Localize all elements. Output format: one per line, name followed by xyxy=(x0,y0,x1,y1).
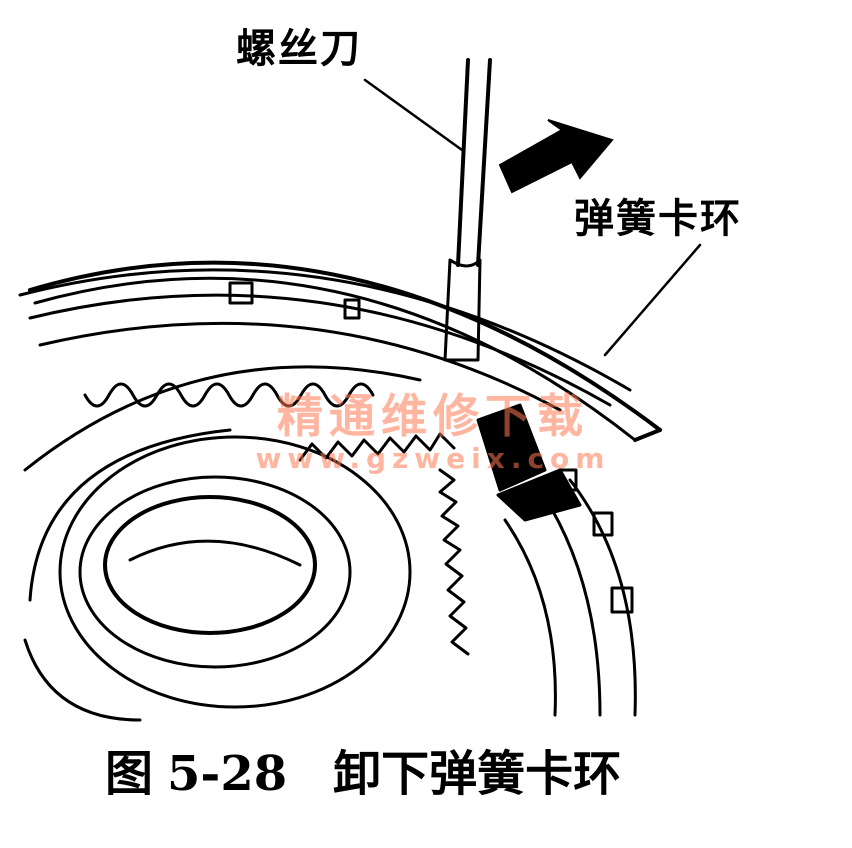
clutch-block-2 xyxy=(496,468,582,522)
drum-arc-1 xyxy=(23,365,422,472)
direction-arrow xyxy=(498,119,614,194)
screwdriver-shaft xyxy=(456,58,492,267)
clutch-block xyxy=(476,403,547,492)
screwdriver-tip xyxy=(443,258,482,362)
hub-ring-middle xyxy=(78,475,352,669)
leader-snapring xyxy=(603,243,702,357)
ring-lugs xyxy=(228,281,634,614)
hub-hole xyxy=(103,495,317,635)
label-snap-ring: 弹簧卡环 xyxy=(574,196,742,242)
gear-teeth xyxy=(298,432,470,656)
wave-spring xyxy=(83,382,375,408)
race-arc-3 xyxy=(568,478,637,717)
snap-ring-outer xyxy=(28,260,662,432)
caption-prefix: 图 xyxy=(105,746,154,802)
snap-ring-end xyxy=(633,428,662,442)
drum-arc-3 xyxy=(23,638,142,722)
leader-screwdriver xyxy=(363,78,464,152)
housing-outer-arc xyxy=(18,268,632,392)
housing-arc-2 xyxy=(28,293,612,407)
hub-ring-outer xyxy=(58,435,412,709)
drum-arc-2 xyxy=(28,428,232,602)
snap-ring-inner xyxy=(33,276,637,442)
label-screwdriver: 螺丝刀 xyxy=(236,26,362,72)
race-arc-2 xyxy=(538,488,602,717)
caption-number: 5-28 xyxy=(167,746,288,802)
race-arc-1 xyxy=(503,518,557,717)
caption-title: 卸下弹簧卡环 xyxy=(333,746,622,802)
housing-arc-3 xyxy=(38,321,562,412)
hub-hole-inner-arc xyxy=(128,539,302,567)
